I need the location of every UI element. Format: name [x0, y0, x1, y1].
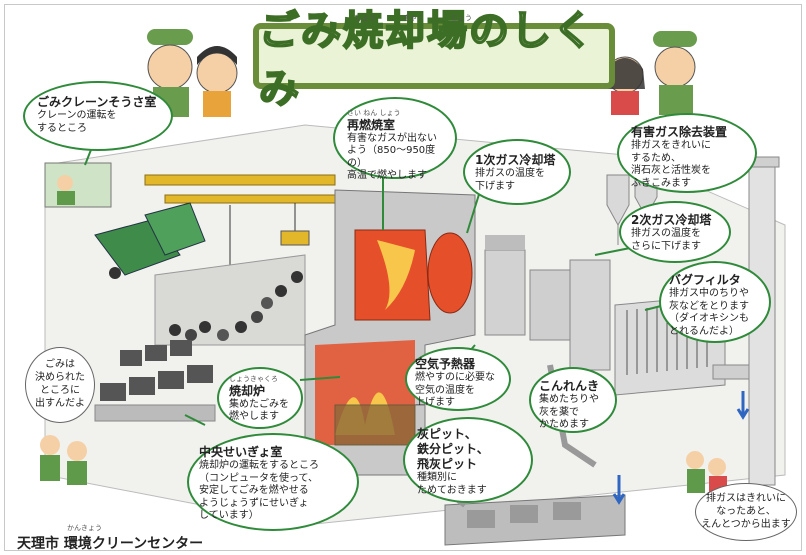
kneader-text: 集めたちりや 灰を薬で かためます — [539, 394, 599, 430]
harmful-gas-callout: 有害ガス除去装置 排ガスをきれいに するため、 消石灰と活性炭を ふきこみます — [617, 113, 757, 193]
cooling2-callout: 2次ガス冷却塔 排ガスの温度を さらに下げます — [619, 201, 731, 263]
bagfilter-callout: バグフィルタ 排ガス中のちりや 灰などをとります （ダイオキシンも とれるんだよ… — [659, 261, 771, 343]
pits-text: 種類別に ためておきます — [417, 472, 487, 496]
pits-heading: 灰ピット、 鉄分ピット、 飛灰ピット — [417, 427, 489, 471]
garbage-truck-illustration — [94, 202, 206, 279]
cooling1-text: 排ガスの温度を 下げます — [475, 168, 545, 192]
kneader-heading: こんれんき — [539, 379, 600, 393]
footer-organization: 天理市 環境クリーンセンター — [17, 536, 204, 551]
bagfilter-text: 排ガス中のちりや 灰などをとります （ダイオキシンも とれるんだよ） — [669, 288, 749, 337]
kneader-callout: こんれんき 集めたちりや 灰を薬で かためます — [529, 367, 617, 433]
harmful-gas-heading: 有害ガス除去装置 — [631, 125, 728, 139]
title-ruby-1: しょう — [355, 14, 376, 22]
control-room-illustration — [94, 340, 216, 422]
furnace-heading: 焼却炉 — [229, 383, 266, 398]
control-room-text: 焼却炉の運転をするところ （コンピュータを使って、 安定してごみを燃やせる よう… — [199, 460, 319, 521]
kids-illustration — [40, 435, 727, 496]
girl-right-illustration — [605, 56, 645, 115]
staff-woman-illustration — [653, 31, 697, 115]
furnace-illustration — [304, 189, 476, 476]
cooling1-callout: 1次ガス冷却塔 排ガスの温度を 下げます — [463, 139, 571, 205]
air-preheater-heading: 空気予熱器 — [415, 357, 476, 371]
air-preheater-text: 燃やすのに必要な 空気の温度を 上げます — [415, 372, 495, 408]
bagfilter-heading: バグフィルタ — [669, 273, 741, 287]
control-room-callout: 中央せいぎょ室 焼却炉の運転をするところ （コンピュータを使って、 安定してごみ… — [187, 433, 359, 531]
crane-room-heading: ごみクレーンそうさ室 — [37, 95, 157, 109]
crane-room-text: クレーンの運転を するところ — [37, 110, 117, 134]
harmful-gas-text: 排ガスをきれいに するため、 消石灰と活性炭を ふきこみます — [631, 140, 711, 189]
crane-room-illustration — [44, 162, 112, 208]
title-board: ごみ焼却場のしくみ — [253, 7, 615, 113]
speech-bubble-right: 排ガスはきれいに なったあと、 えんとつから出ます — [695, 483, 797, 541]
speech-bubble-left: ごみは 決められた ところに 出すんだよ — [25, 347, 95, 423]
furnace-text: 集めたごみを 燃やします — [229, 398, 289, 423]
title-ruby-2: きゃく — [403, 14, 424, 22]
title-ruby-3: じょう — [451, 14, 472, 22]
crane-room-callout: ごみクレーンそうさ室 クレーンの運転を するところ — [23, 81, 173, 151]
reburn-text: 有害なガスが出ない よう（850〜950度の） 高温で燃やします — [347, 132, 437, 182]
furnace-ruby: しょうきゃくろ — [229, 375, 278, 383]
furnace-callout: しょうきゃくろ 焼却炉 集めたごみを 燃やします — [217, 367, 303, 429]
page-title: ごみ焼却場のしくみ — [258, 7, 595, 113]
cooling2-text: 排ガスの温度を さらに下げます — [631, 228, 701, 252]
cooling-tower-illustration — [484, 235, 611, 371]
pits-callout: 灰ピット、 鉄分ピット、 飛灰ピット 種類別に ためておきます — [403, 417, 533, 503]
diagram-frame: ごみ焼却場のしくみ しょう きゃく じょう ごみクレーンそうさ室 クレーンの運転… — [4, 4, 802, 551]
ash-pit-illustration — [444, 494, 626, 546]
reburn-callout: さい ねん しょう 再燃焼室 有害なガスが出ない よう（850〜950度の） 高… — [333, 97, 457, 181]
footer-ruby: かんきょう — [67, 524, 102, 532]
girl-illustration — [196, 46, 238, 117]
cooling1-heading: 1次ガス冷却塔 — [475, 153, 556, 167]
reburn-heading: 再燃焼室 — [347, 117, 396, 132]
reburn-ruby: さい ねん しょう — [347, 109, 401, 117]
cooling2-heading: 2次ガス冷却塔 — [631, 213, 712, 227]
control-room-heading: 中央せいぎょ室 — [199, 445, 283, 459]
air-preheater-callout: 空気予熱器 燃やすのに必要な 空気の温度を 上げます — [405, 347, 511, 411]
